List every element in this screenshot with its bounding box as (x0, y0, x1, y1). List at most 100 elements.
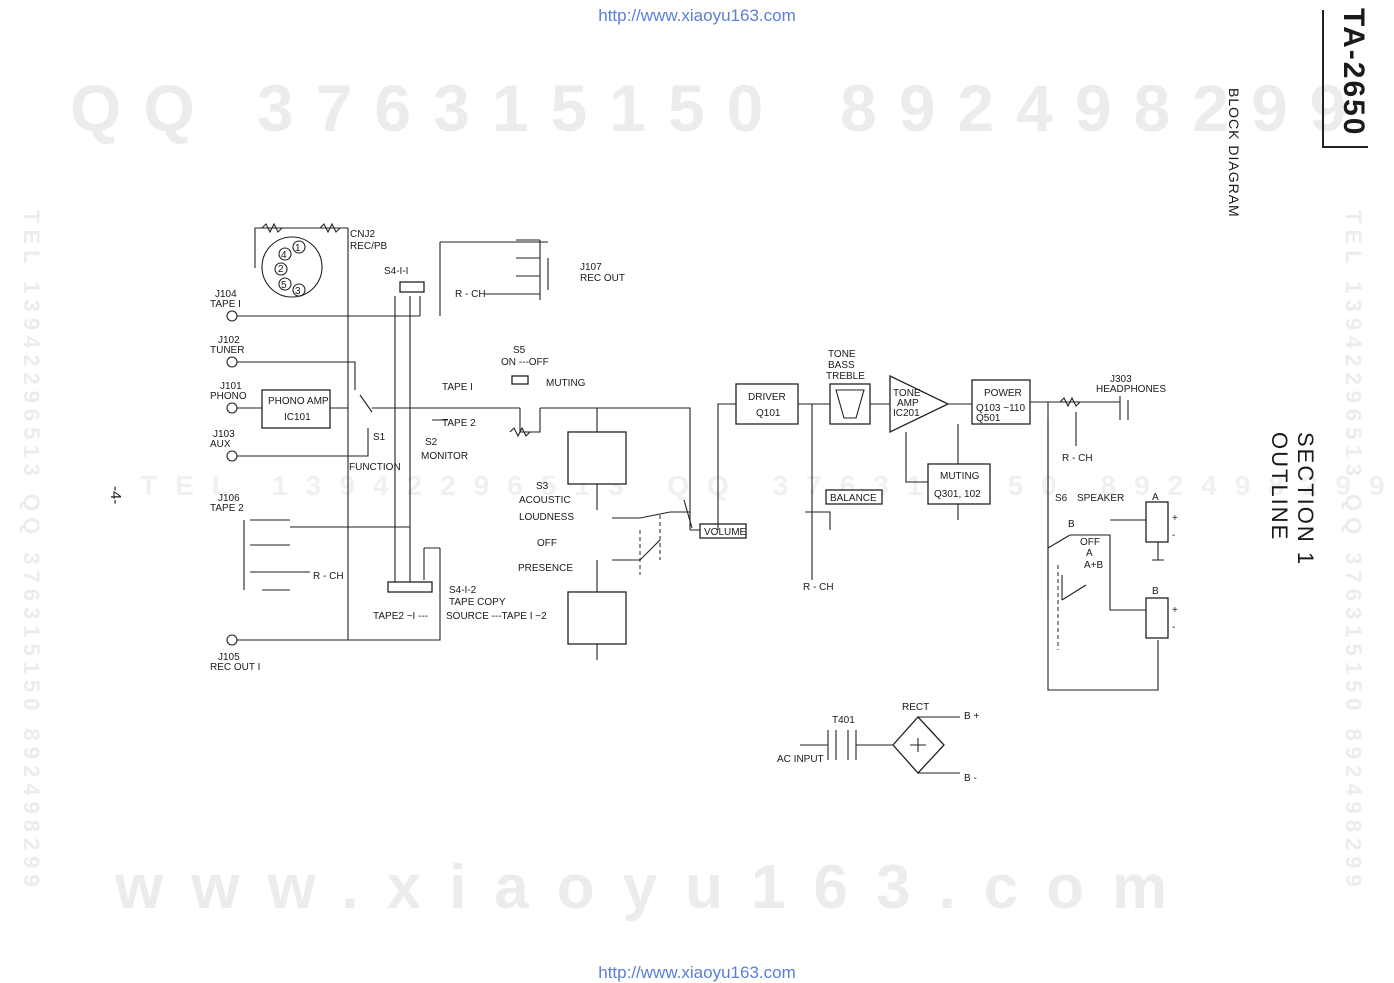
ac-input-label: AC INPUT (777, 754, 824, 765)
s4-1-2-right: SOURCE ---TAPE I ~2 (446, 611, 547, 622)
tone-label-1: TONE (828, 349, 856, 360)
transformer-label: T401 (832, 715, 855, 726)
cnj2-pin (274, 262, 288, 276)
j106-label: J106 (218, 493, 240, 504)
s3-off: OFF (537, 538, 557, 549)
s6-label: S6 (1055, 493, 1068, 504)
phono-amp-ic-label: IC101 (284, 412, 311, 423)
watermark-number: 892498299 (840, 71, 1369, 145)
balance-line (805, 404, 831, 580)
cnj2-resistors (254, 222, 348, 268)
function-switch (359, 394, 520, 413)
cnj2-connector-shell (261, 236, 323, 298)
balance-label-box (825, 489, 883, 505)
loudness-filter-block (567, 431, 627, 485)
s4-1-2-name: TAPE COPY (449, 597, 506, 608)
s6-a: A (1086, 548, 1093, 559)
rch-label: R - CH (1062, 453, 1093, 464)
footer-url[interactable]: http://www.xiaoyu163.com (598, 963, 796, 982)
monitor-switch (432, 407, 448, 421)
tone-amp-label-2: AMP (897, 398, 919, 409)
s4-wiring (394, 241, 548, 590)
cnj2-func-label: REC/PB (350, 241, 388, 252)
rectifier-diode-icon (910, 738, 926, 752)
tone-label-2: BASS (828, 360, 855, 371)
s3-acoustic: ACOUSTIC (519, 495, 571, 506)
s6-name: SPEAKER (1077, 493, 1124, 504)
rch-label: R - CH (455, 289, 486, 300)
watermark-qq: QQ 376315150 (70, 71, 786, 145)
driver-ref-label: Q101 (756, 408, 781, 419)
s4-1-2-switch-icon (387, 581, 433, 593)
j107-name: REC OUT (580, 273, 625, 284)
cnj2-pin (278, 247, 292, 261)
speaker-a-minus: - (1172, 530, 1175, 541)
jack-j102-icon (226, 356, 238, 368)
j101-label: J101 (220, 381, 242, 392)
rch-label: R - CH (803, 582, 834, 593)
s2-tape1: TAPE I (442, 382, 473, 393)
muting-resistor (509, 408, 541, 438)
driver-label: DRIVER (748, 392, 786, 403)
jack-j101-icon (226, 402, 238, 414)
jack-j104-icon (226, 310, 238, 322)
s3-linkage (639, 515, 661, 575)
speaker-b-minus: - (1172, 622, 1175, 633)
j106-name: TAPE 2 (210, 503, 244, 514)
j303-name: HEADPHONES (1096, 384, 1166, 395)
s1-name: FUNCTION (349, 462, 401, 473)
bminus-label: B - (964, 773, 977, 784)
s3-contacts (612, 511, 671, 561)
phono-amp-block (261, 389, 331, 429)
pin-label: 2 (278, 264, 284, 275)
cnj2-pin (292, 240, 306, 254)
tone-amp-ic-label: IC201 (893, 408, 920, 419)
watermark-middle: TEL 13942296513 QQ 376315150 892498299 (140, 470, 1394, 501)
s5-switch-icon (511, 375, 529, 385)
muting-ref-label: Q301, 102 (934, 489, 981, 500)
s3-label: S3 (536, 481, 549, 492)
j104-name: TAPE I (210, 299, 241, 310)
s5-on-off: ON ---OFF (501, 357, 549, 368)
transformer-icon (827, 730, 857, 760)
model-sideline (1322, 10, 1324, 148)
j103-name: AUX (210, 439, 231, 450)
volume-label: VOLUME (704, 527, 747, 538)
section-title: OUTLINE (1267, 432, 1292, 542)
main-signal-line (540, 407, 700, 531)
tone-amp-block (889, 374, 950, 434)
s2-name: MONITOR (421, 451, 468, 462)
s2-tape2: TAPE 2 (442, 418, 476, 429)
phono-amp-label: PHONO AMP (268, 396, 329, 407)
watermark-tel-left: TEL 13942296513 QQ 376315150 892498299 (19, 210, 44, 893)
speaker-a-label: A (1152, 492, 1159, 503)
jack-j106-icon (243, 519, 310, 591)
power-ref-2: Q501 (976, 413, 1001, 424)
pin-label: 4 (281, 250, 287, 261)
cnj2-label: CNJ2 (350, 229, 375, 240)
bplus-label: B + (964, 711, 979, 722)
input-lines (237, 315, 441, 641)
rch-label: R - CH (313, 571, 344, 582)
model-number: TA-2650 (1337, 8, 1370, 137)
tone-control-icon (835, 389, 865, 419)
volume-pot (670, 499, 693, 529)
j103-label: J103 (213, 429, 235, 440)
volume-label-box (699, 523, 747, 539)
tone-amp-wiring (905, 403, 972, 483)
tone-label-3: TREBLE (826, 371, 865, 382)
driver-block (735, 383, 799, 425)
j102-name: TUNER (210, 345, 244, 356)
headphone-jack-icon (1059, 396, 1129, 420)
page-number: -4- (107, 486, 124, 505)
balance-label: BALANCE (830, 493, 877, 504)
j107-label: J107 (580, 262, 602, 273)
header-url[interactable]: http://www.xiaoyu163.com (598, 6, 796, 25)
presence-filter-block (567, 591, 627, 645)
s4-1-2-left: TAPE2 ~I --- (373, 611, 428, 622)
s6-ab: A+B (1084, 560, 1104, 571)
s4-1-1-label: S4-I-I (384, 266, 408, 277)
j105-label: J105 (218, 652, 240, 663)
power-amp-block (971, 379, 1031, 425)
speaker-b-label: B (1152, 586, 1159, 597)
